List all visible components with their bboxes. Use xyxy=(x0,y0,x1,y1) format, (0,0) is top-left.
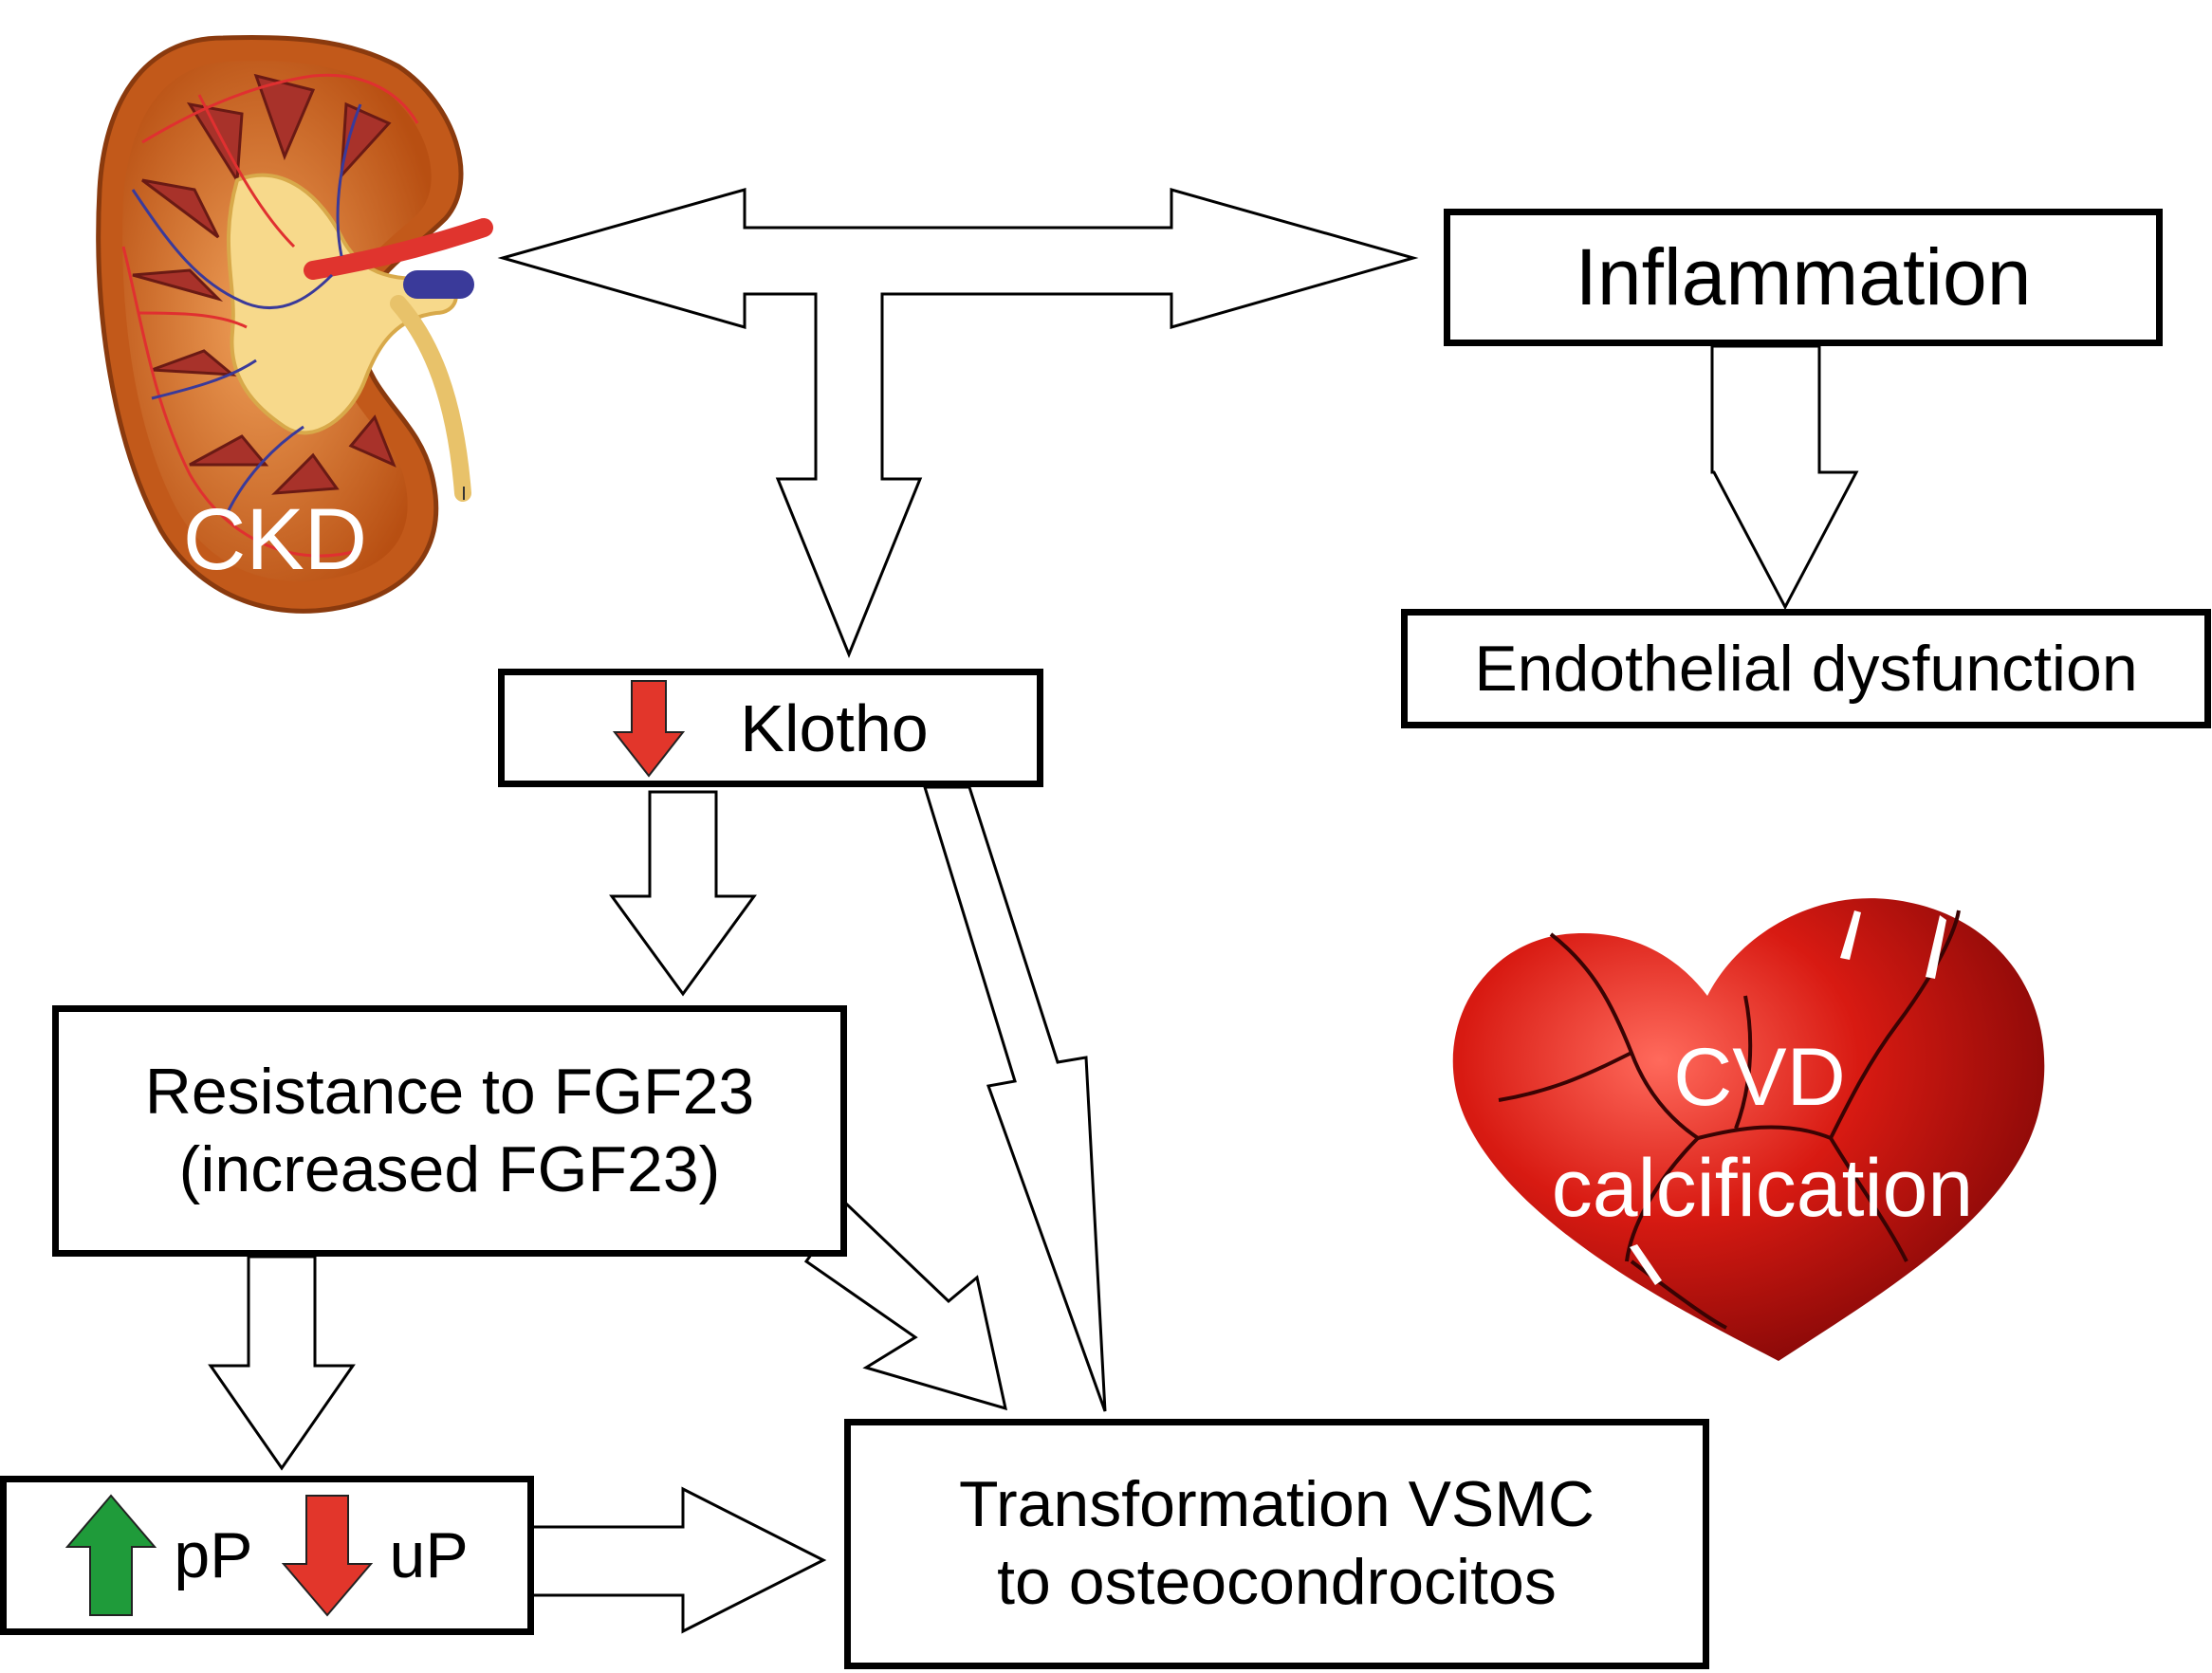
arrow-klotho-to-resistance xyxy=(609,790,757,997)
endothelial-dysfunction-label: Endothelial dysfunction xyxy=(1474,633,2138,705)
fgf23-resistance-line1: Resistance to FGF23 xyxy=(144,1055,755,1128)
arrow-resistance-to-phosphate xyxy=(208,1255,356,1471)
kidney-illustration: CKD xyxy=(96,34,493,614)
phosphate-box: pP uP xyxy=(0,1476,534,1635)
up-arrow-icon xyxy=(65,1494,157,1616)
calcification-label: calcification xyxy=(1552,1143,1974,1234)
endothelial-dysfunction-box: Endothelial dysfunction xyxy=(1401,609,2211,728)
up-label: uP xyxy=(389,1519,469,1591)
cvd-label: CVD xyxy=(1673,1032,1846,1123)
down-arrow-icon xyxy=(281,1495,373,1617)
arrow-resistance-to-vsmc xyxy=(803,1202,1008,1411)
arrow-klotho-to-vsmc xyxy=(922,785,1107,1412)
klotho-box: Klotho xyxy=(498,669,1043,787)
arrow-t-junction xyxy=(497,188,1419,658)
pp-label: pP xyxy=(174,1519,253,1591)
fgf23-resistance-box: Resistance to FGF23 (increased FGF23) xyxy=(52,1005,847,1257)
vsmc-transformation-box: Transformation VSMC to osteocondrocitos xyxy=(844,1419,1709,1669)
klotho-label: Klotho xyxy=(740,690,929,765)
vsmc-transformation-line1: Transformation VSMC xyxy=(958,1468,1595,1541)
fgf23-resistance-line2: (increased FGF23) xyxy=(178,1132,721,1205)
arrow-phosphate-to-vsmc xyxy=(529,1486,827,1634)
inflammation-box: Inflammation xyxy=(1444,209,2163,346)
inflammation-label: Inflammation xyxy=(1575,232,2032,322)
ckd-label: CKD xyxy=(183,491,367,588)
vsmc-transformation-line2: to osteocondrocitos xyxy=(997,1546,1557,1618)
arrow-inflammation-to-endothelial xyxy=(1710,344,1859,611)
broken-heart-illustration: CVD calcification xyxy=(1452,898,2045,1361)
down-arrow-icon xyxy=(613,679,686,778)
